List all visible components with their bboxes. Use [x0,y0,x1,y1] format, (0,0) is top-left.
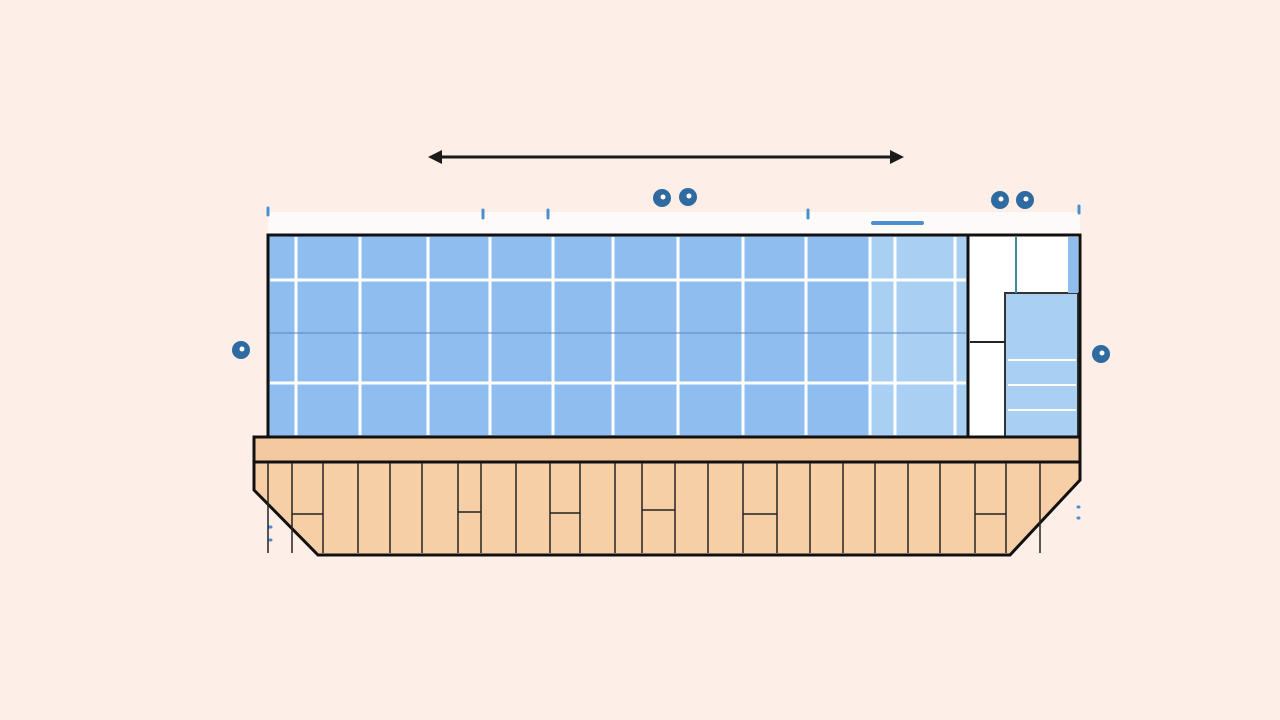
window-mullions [270,237,1076,435]
dot-highlight [660,194,666,200]
dot-highlight [1023,196,1029,202]
glass-facade [268,235,1080,438]
dot-highlight [686,193,692,199]
dot-highlight [1099,350,1105,356]
wooden-hull [252,460,1082,557]
base-ledge [252,435,1082,464]
tick-marks [266,204,1081,542]
double-arrow-icon [428,150,904,164]
dot-highlight [239,346,245,352]
dot-highlight [998,196,1004,202]
dot-markers [232,188,1110,363]
wood-planks [267,463,1041,553]
roof-strip [268,212,1080,235]
